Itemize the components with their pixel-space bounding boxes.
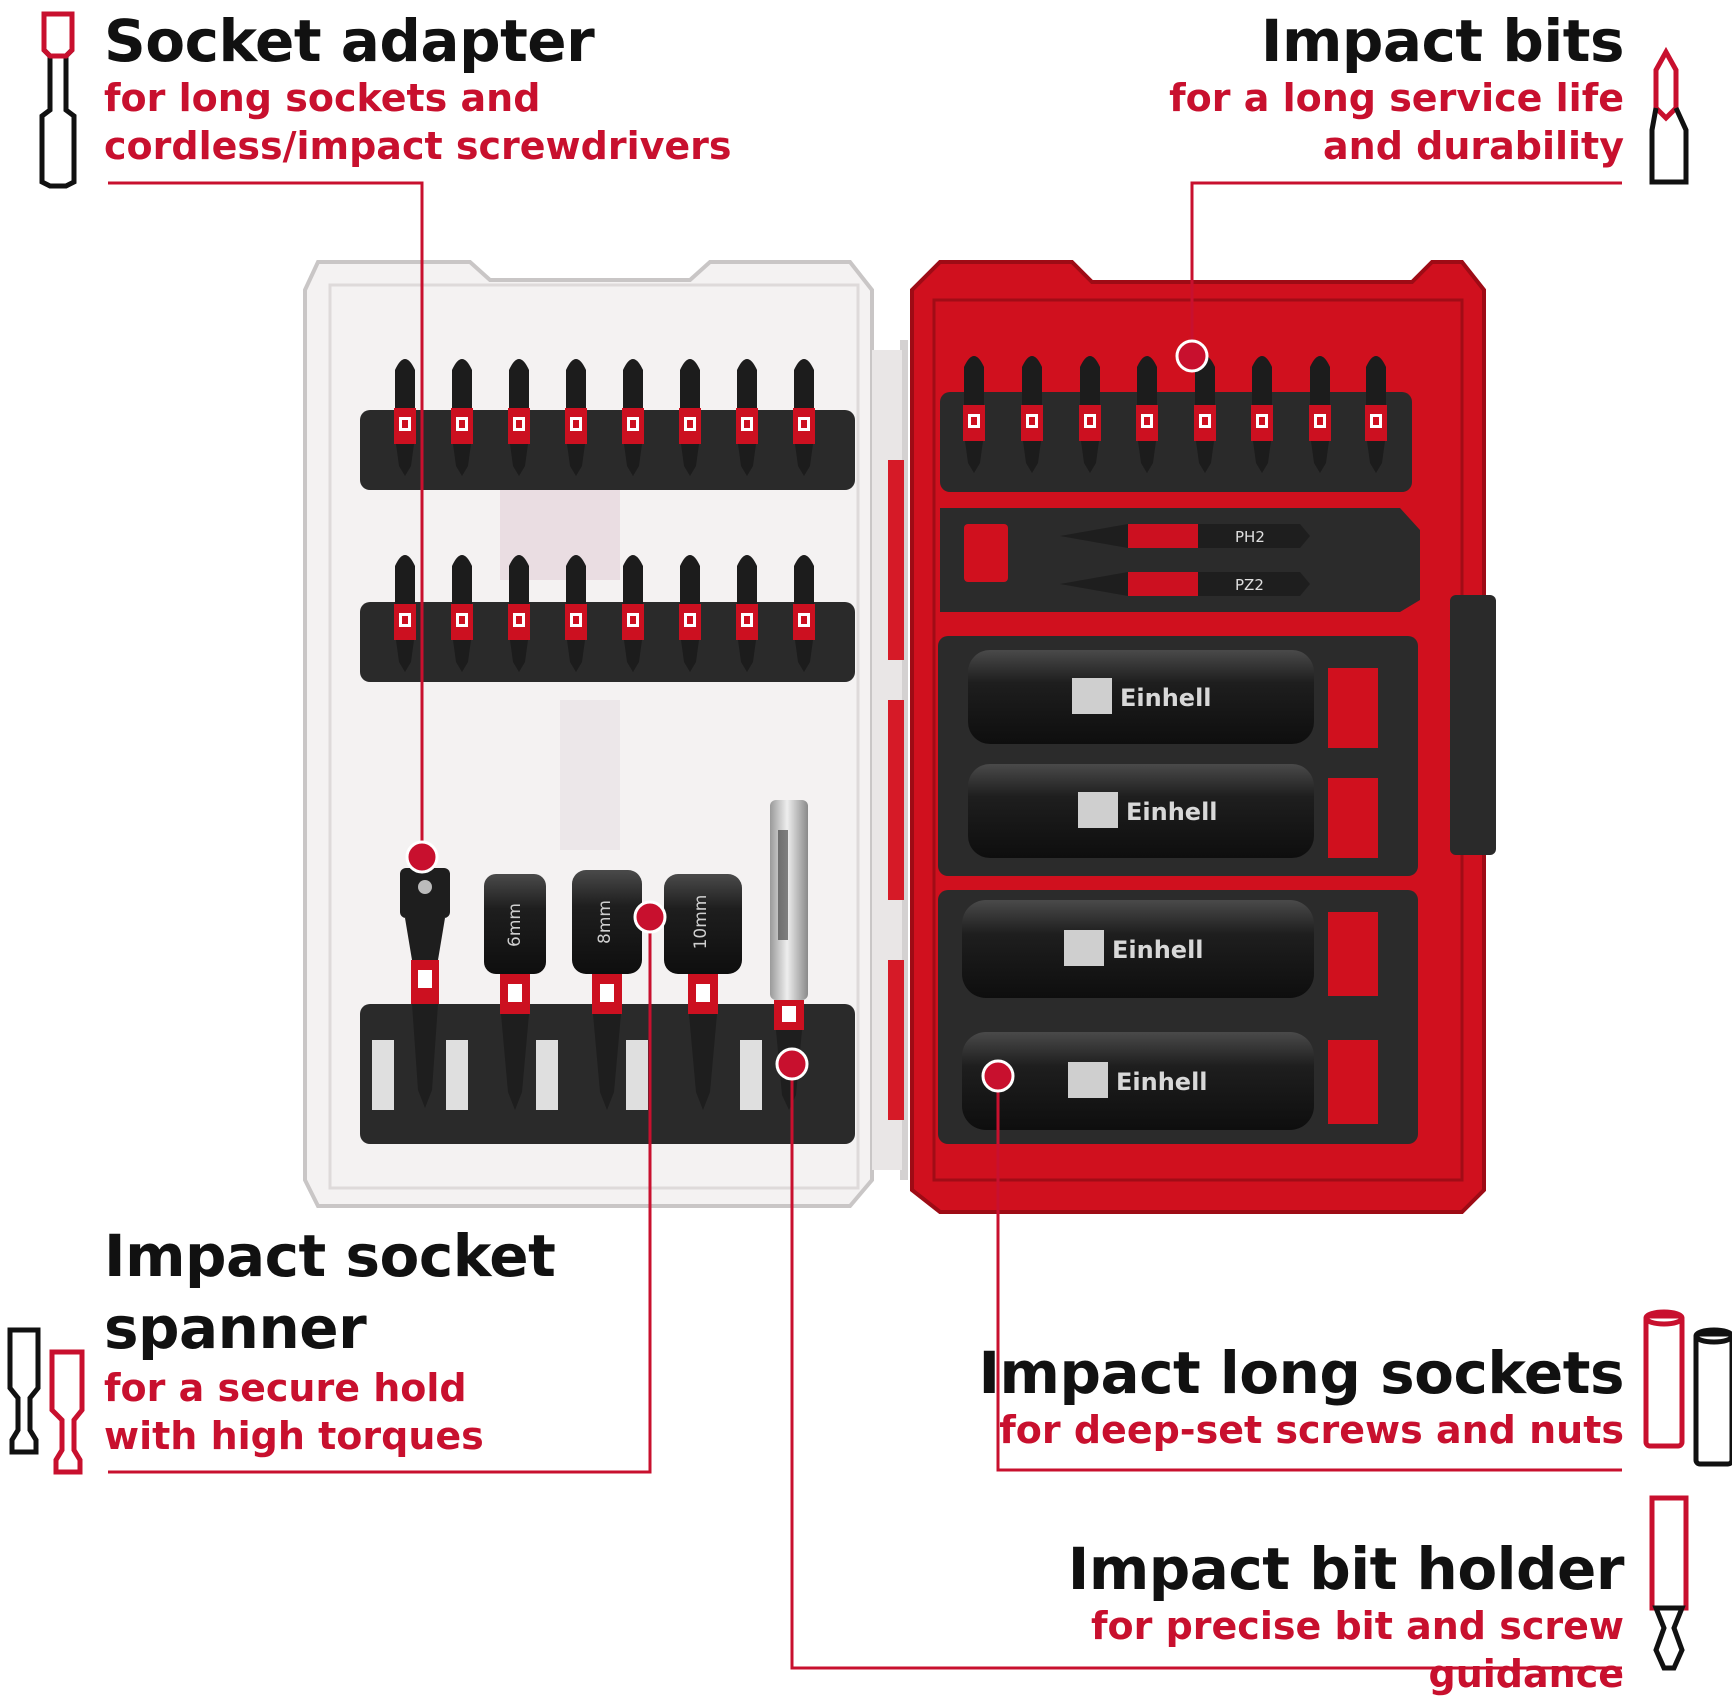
svg-text:Einhell: Einhell	[1126, 798, 1218, 826]
bit-rail-middle-left	[360, 555, 855, 682]
callout-socket-adapter: Socket adapter for long sockets and cord…	[104, 8, 804, 170]
callout-line: with high torques	[104, 1414, 484, 1458]
double-bit-tray: PH2 PZ2	[940, 508, 1420, 612]
callout-title: Socket adapter	[104, 7, 595, 75]
callout-line: cordless/impact screwdrivers	[104, 124, 732, 168]
svg-text:PH2: PH2	[1235, 528, 1265, 546]
impact-socket-spanner-icon	[7, 1327, 85, 1475]
bit-ph2: PH2	[1060, 524, 1310, 548]
bit-rail-top-right	[940, 356, 1412, 492]
callout-impact-bits: Impact bits for a long service life and …	[1000, 8, 1624, 170]
svg-text:10mm: 10mm	[691, 895, 711, 950]
svg-text:PZ2: PZ2	[1235, 576, 1264, 594]
socket-adapter-tool	[400, 868, 450, 1108]
callout-line: and durability	[1323, 124, 1624, 168]
callout-line: for deep-set screws and nuts	[999, 1408, 1624, 1452]
impact-socket-10mm: 10mm	[664, 874, 742, 1110]
callout-title: spanner	[104, 1294, 367, 1362]
impact-bit-holder-icon	[1649, 1495, 1689, 1671]
svg-text:Einhell: Einhell	[1112, 936, 1204, 964]
callout-impact-socket-spanner: Impact socket spanner for a secure hold …	[104, 1220, 804, 1460]
svg-text:Einhell: Einhell	[1120, 684, 1212, 712]
callout-title: Impact socket	[104, 1222, 556, 1290]
long-socket-1: Einhell	[968, 650, 1314, 744]
callout-title: Impact long sockets	[978, 1339, 1624, 1407]
long-socket-2: Einhell	[968, 764, 1314, 858]
callout-line: for a long service life	[1169, 76, 1624, 120]
callout-title: Impact bit holder	[1067, 1535, 1625, 1603]
impact-bit-icon	[1649, 46, 1689, 185]
callout-title: Impact bits	[1260, 7, 1625, 75]
callout-line: for long sockets and	[104, 76, 541, 120]
svg-text:8mm: 8mm	[595, 900, 615, 944]
socket-adapter-icon	[39, 11, 77, 189]
leader-lines	[108, 181, 1622, 1670]
bit-rail-top-left	[360, 359, 855, 490]
svg-text:6mm: 6mm	[505, 903, 525, 947]
callout-line: for precise bit and screw guidance	[1090, 1604, 1624, 1696]
impact-long-socket-icon	[1643, 1309, 1732, 1467]
bit-pz2: PZ2	[1060, 572, 1310, 596]
impact-socket-6mm: 6mm	[484, 874, 546, 1110]
callout-impact-long-sockets: Impact long sockets for deep-set screws …	[960, 1340, 1624, 1454]
svg-text:Einhell: Einhell	[1116, 1068, 1208, 1096]
long-socket-3: Einhell	[962, 900, 1314, 998]
callout-impact-bit-holder: Impact bit holder for precise bit and sc…	[900, 1535, 1625, 1698]
callout-line: for a secure hold	[104, 1366, 467, 1410]
hinge	[872, 350, 904, 1170]
long-socket-4: Einhell	[962, 1032, 1314, 1130]
callout-dots	[405, 339, 1209, 1093]
impact-socket-8mm: 8mm	[572, 870, 642, 1110]
